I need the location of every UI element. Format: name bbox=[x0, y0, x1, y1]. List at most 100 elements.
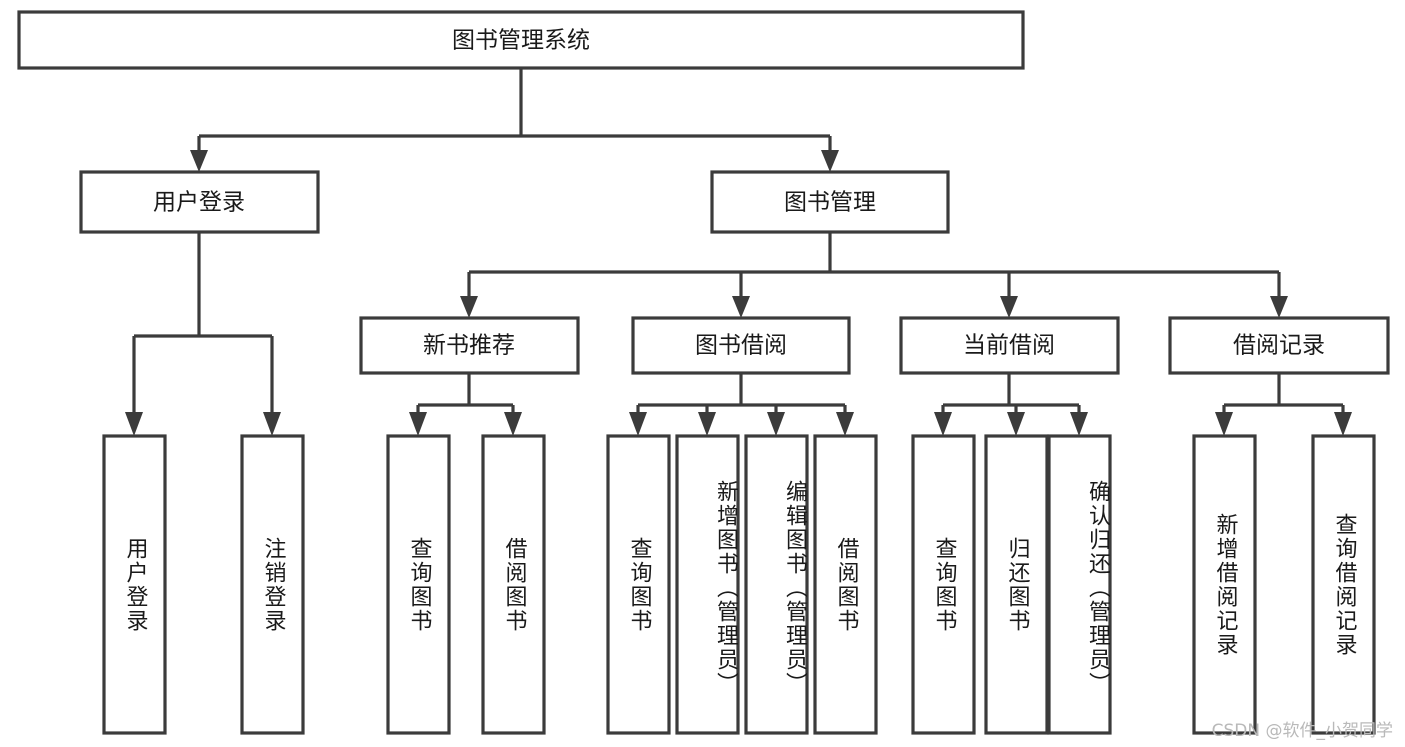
leaf-label-wrap-query-book-3: 查询图书 bbox=[931, 536, 957, 633]
connectors-book-borrow-to-leaves bbox=[629, 373, 854, 436]
arrowhead-current-borrow bbox=[1000, 296, 1018, 318]
node-book-borrow-label: 图书借阅 bbox=[695, 333, 787, 359]
node-root[interactable]: 图书管理系统 bbox=[17, 10, 1025, 70]
node-leaf-add-book[interactable] bbox=[675, 434, 740, 735]
node-borrow-record-label: 借阅记录 bbox=[1233, 333, 1325, 359]
node-leaf-edit-book-box[interactable] bbox=[744, 434, 809, 735]
connectors-borrow-record-to-leaves bbox=[1215, 373, 1352, 436]
node-root-box[interactable] bbox=[17, 10, 1025, 70]
node-leaf-query-book-1-box[interactable] bbox=[386, 434, 451, 735]
arrowhead-leaf-query-book-3 bbox=[934, 412, 952, 436]
node-leaf-borrow-book-2[interactable] bbox=[813, 434, 878, 735]
arrowhead-leaf-user-login bbox=[125, 412, 143, 436]
node-leaf-edit-book[interactable] bbox=[744, 434, 809, 735]
node-leaf-query-book-3-label: 查询图书 bbox=[931, 536, 957, 633]
arrowhead-leaf-return-book bbox=[1007, 412, 1025, 436]
leaf-label-wrap-user-login: 用户登录 bbox=[122, 536, 148, 633]
connectors-root-to-level1 bbox=[190, 68, 839, 172]
leaf-label-wrap-logout-login: 注销登录 bbox=[260, 536, 286, 633]
arrowhead-leaf-query-record bbox=[1334, 412, 1352, 436]
arrowhead-leaf-edit-book bbox=[767, 412, 785, 436]
node-user-login[interactable]: 用户登录 bbox=[79, 170, 320, 234]
node-leaf-confirm-return-box[interactable] bbox=[1047, 434, 1112, 735]
arrowhead-leaf-query-book-1 bbox=[409, 412, 427, 436]
arrowhead-leaf-add-record bbox=[1215, 412, 1233, 436]
node-leaf-logout-login-label: 注销登录 bbox=[260, 536, 286, 633]
node-leaf-add-book-label: 新增图书（管理员） bbox=[713, 479, 738, 696]
node-leaf-query-book-2-label: 查询图书 bbox=[626, 536, 652, 633]
arrowhead-leaf-borrow-book-1 bbox=[504, 412, 522, 436]
arrowhead-leaf-query-book-2 bbox=[629, 412, 647, 436]
arrowhead-borrow-record bbox=[1270, 296, 1288, 318]
node-leaf-borrow-book-2-label: 借阅图书 bbox=[833, 536, 859, 633]
leaf-label-wrap-confirm-return: 确认归还（管理员） bbox=[1085, 479, 1110, 696]
node-leaf-borrow-book-1-box[interactable] bbox=[481, 434, 546, 735]
connectors-current-borrow-to-leaves bbox=[934, 373, 1088, 436]
node-leaf-return-book[interactable] bbox=[984, 434, 1049, 735]
leaf-label-wrap-query-book-2: 查询图书 bbox=[626, 536, 652, 633]
node-current-borrow-box[interactable] bbox=[899, 316, 1120, 375]
node-new-book-recommend[interactable]: 新书推荐 bbox=[359, 316, 580, 375]
node-leaf-query-book-3-box[interactable] bbox=[911, 434, 976, 735]
node-leaf-user-login[interactable] bbox=[102, 434, 167, 735]
node-leaf-logout-login[interactable] bbox=[240, 434, 305, 735]
connectors-user-login-to-leaves bbox=[125, 232, 281, 436]
leaf-label-wrap-return-book: 归还图书 bbox=[1004, 536, 1030, 633]
node-leaf-query-book-3[interactable] bbox=[911, 434, 976, 735]
leaf-label-wrap-edit-book: 编辑图书（管理员） bbox=[782, 479, 807, 696]
node-leaf-borrow-book-2-box[interactable] bbox=[813, 434, 878, 735]
arrowhead-user-login bbox=[190, 150, 208, 172]
node-leaf-add-record-label: 新增借阅记录 bbox=[1212, 512, 1238, 657]
node-leaf-query-book-2-box[interactable] bbox=[606, 434, 671, 735]
connectors-new-book-recommend-to-leaves bbox=[409, 373, 522, 436]
node-book-management[interactable]: 图书管理 bbox=[710, 170, 950, 234]
node-leaf-add-book-box[interactable] bbox=[675, 434, 740, 735]
node-leaf-query-record-label: 查询借阅记录 bbox=[1331, 512, 1357, 657]
node-leaf-return-book-label: 归还图书 bbox=[1004, 536, 1030, 633]
node-leaf-borrow-book-1[interactable] bbox=[481, 434, 546, 735]
node-leaf-edit-book-label: 编辑图书（管理员） bbox=[782, 479, 807, 696]
node-leaf-add-record-box[interactable] bbox=[1192, 434, 1257, 735]
node-borrow-record[interactable]: 借阅记录 bbox=[1168, 316, 1390, 375]
node-root-label: 图书管理系统 bbox=[452, 28, 590, 54]
node-leaf-query-book-2[interactable] bbox=[606, 434, 671, 735]
node-leaf-query-book-1-label: 查询图书 bbox=[406, 536, 432, 633]
leaf-label-wrap-borrow-book-1: 借阅图书 bbox=[501, 536, 527, 633]
leaf-label-wrap-query-book-1: 查询图书 bbox=[406, 536, 432, 633]
node-leaf-user-login-box[interactable] bbox=[102, 434, 167, 735]
node-leaf-query-record-box[interactable] bbox=[1311, 434, 1376, 735]
leaf-label-wrap-query-record: 查询借阅记录 bbox=[1331, 512, 1357, 657]
node-leaf-query-record[interactable] bbox=[1311, 434, 1376, 735]
node-leaf-confirm-return[interactable] bbox=[1047, 434, 1112, 735]
node-current-borrow-label: 当前借阅 bbox=[963, 333, 1055, 359]
node-new-book-recommend-label: 新书推荐 bbox=[423, 333, 515, 359]
node-leaf-query-book-1[interactable] bbox=[386, 434, 451, 735]
leaf-label-wrap-borrow-book-2: 借阅图书 bbox=[833, 536, 859, 633]
leaf-label-wrap-add-book: 新增图书（管理员） bbox=[713, 479, 738, 696]
node-borrow-record-box[interactable] bbox=[1168, 316, 1390, 375]
leaf-label-wrap-add-record: 新增借阅记录 bbox=[1212, 512, 1238, 657]
node-user-login-label: 用户登录 bbox=[153, 190, 245, 216]
arrowhead-leaf-borrow-book-2 bbox=[836, 412, 854, 436]
node-book-borrow-box[interactable] bbox=[631, 316, 851, 375]
arrowhead-leaf-confirm-return bbox=[1070, 412, 1088, 436]
node-book-management-box[interactable] bbox=[710, 170, 950, 234]
node-leaf-user-login-label: 用户登录 bbox=[122, 536, 148, 633]
node-current-borrow[interactable]: 当前借阅 bbox=[899, 316, 1120, 375]
node-leaf-borrow-book-1-label: 借阅图书 bbox=[501, 536, 527, 633]
node-leaf-confirm-return-label: 确认归还（管理员） bbox=[1085, 479, 1110, 696]
arrowhead-book-borrow bbox=[732, 296, 750, 318]
connectors-book-management-to-level2 bbox=[460, 232, 1288, 318]
arrowhead-new-book-recommend bbox=[460, 296, 478, 318]
arrowhead-leaf-add-book bbox=[698, 412, 716, 436]
node-leaf-return-book-box[interactable] bbox=[984, 434, 1049, 735]
node-new-book-recommend-box[interactable] bbox=[359, 316, 580, 375]
arrowhead-leaf-logout-login bbox=[263, 412, 281, 436]
node-book-borrow[interactable]: 图书借阅 bbox=[631, 316, 851, 375]
node-leaf-add-record[interactable] bbox=[1192, 434, 1257, 735]
arrowhead-book-management bbox=[821, 150, 839, 172]
node-user-login-box[interactable] bbox=[79, 170, 320, 234]
node-leaf-logout-login-box[interactable] bbox=[240, 434, 305, 735]
